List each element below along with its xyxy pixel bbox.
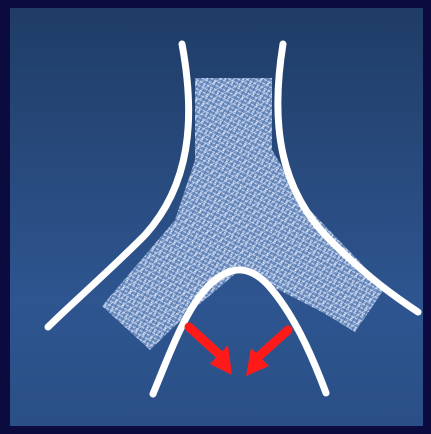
force-arrows xyxy=(189,327,288,376)
arrow-down-right-icon xyxy=(189,327,232,375)
stent-mesh xyxy=(102,78,385,350)
arrow-down-left-icon xyxy=(246,330,288,376)
